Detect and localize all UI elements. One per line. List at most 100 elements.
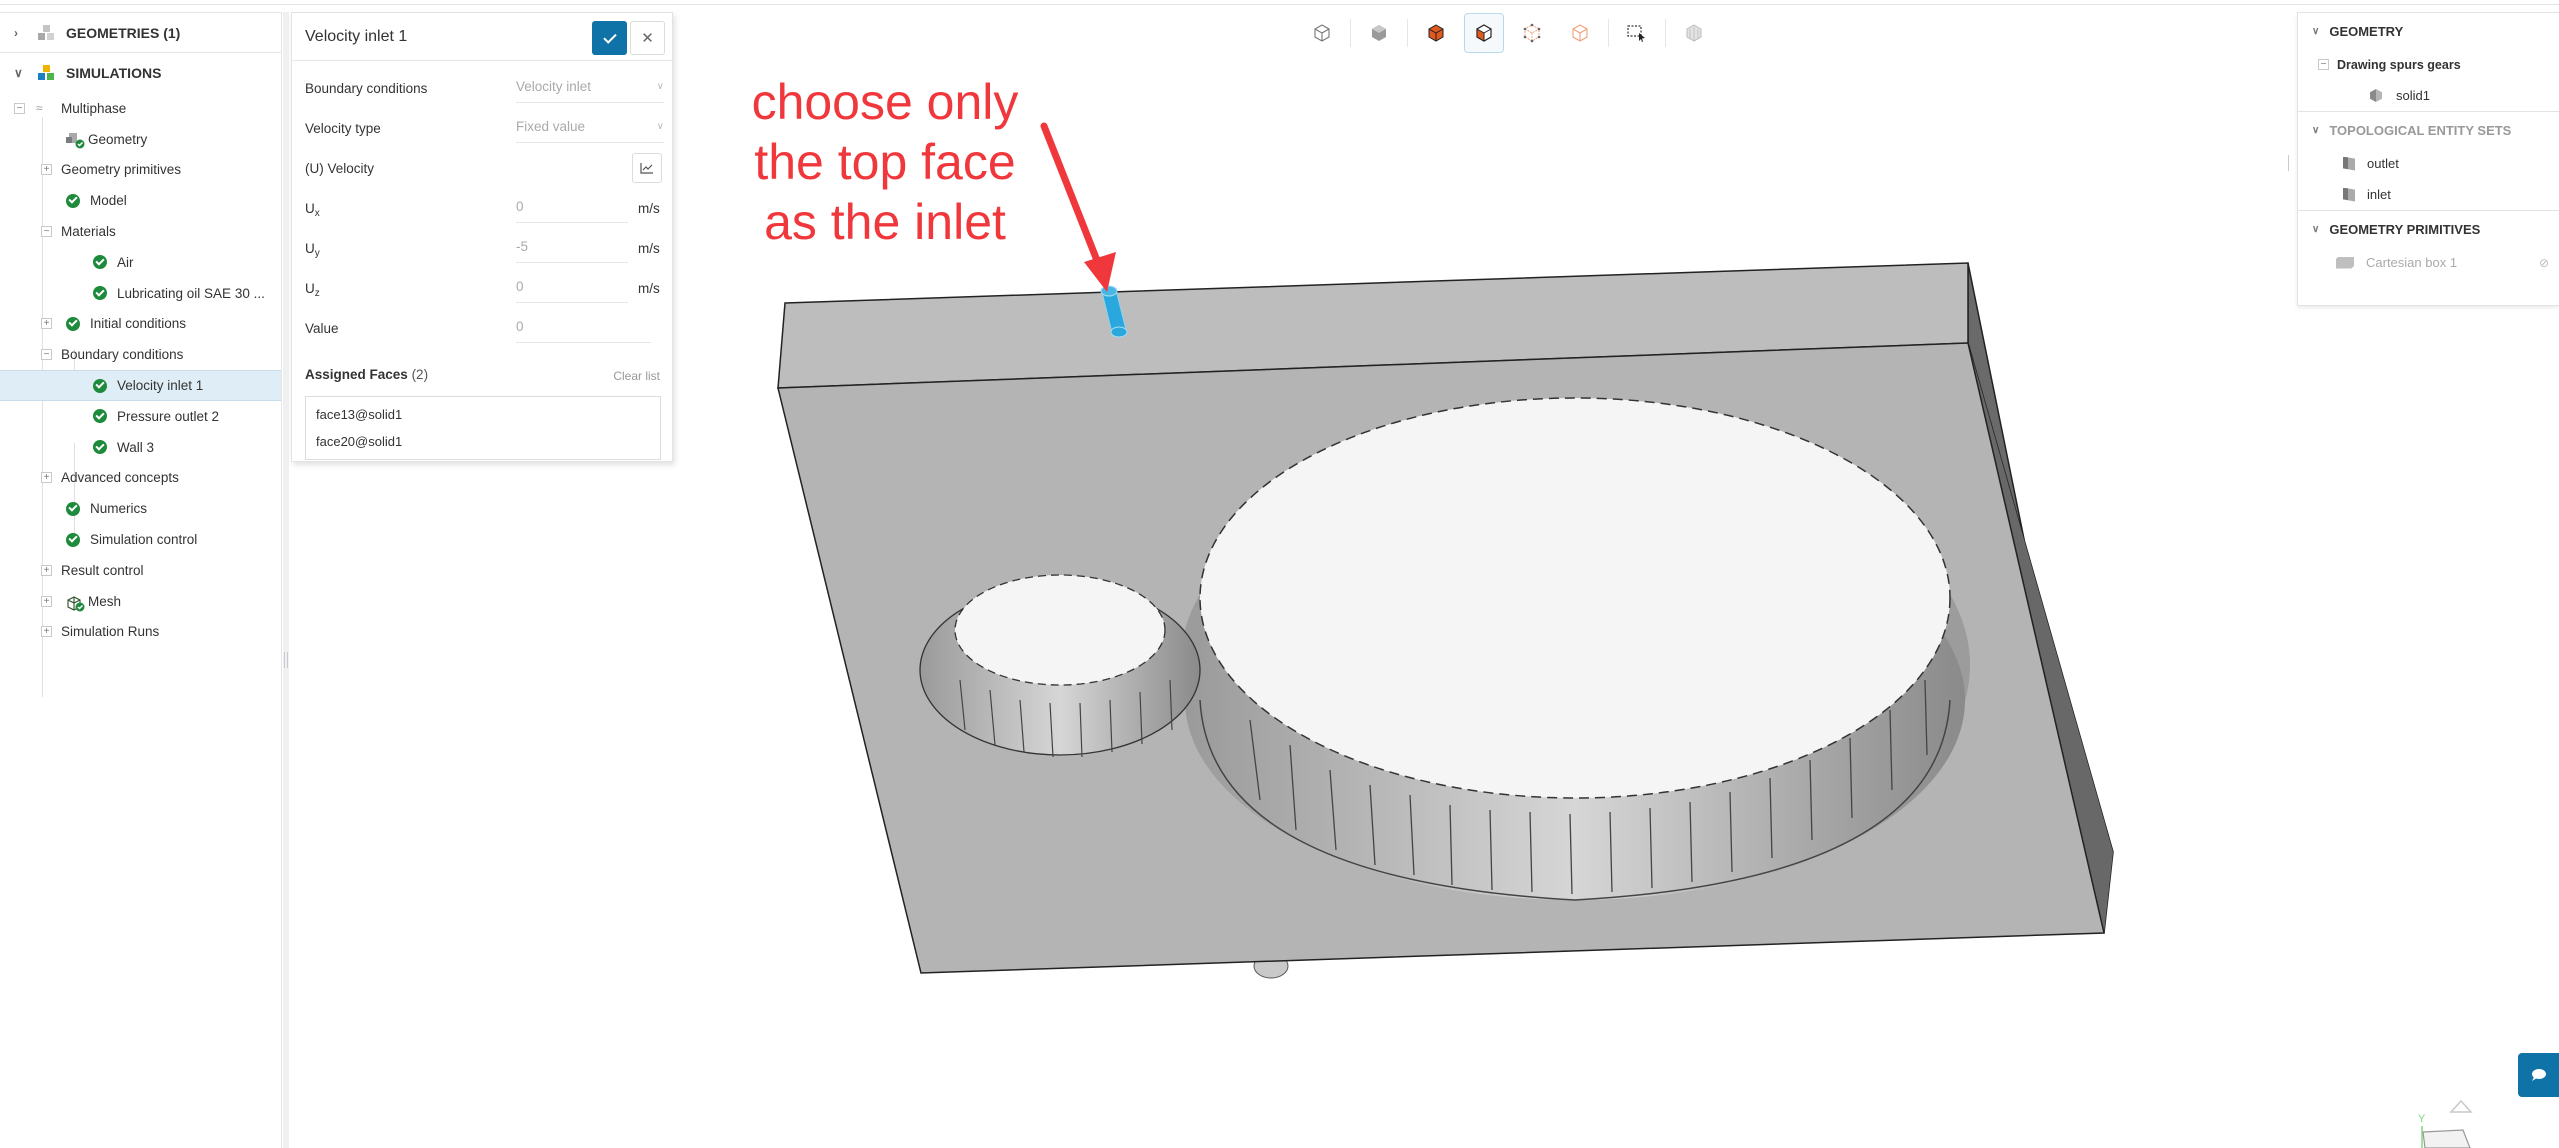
table-input-button[interactable]: [632, 153, 662, 183]
collapse-toggle[interactable]: −: [41, 349, 52, 361]
box-select-button[interactable]: [1617, 13, 1657, 53]
select-vertex-button[interactable]: [1560, 13, 1600, 53]
select-vertex-icon: [1572, 24, 1588, 42]
close-button[interactable]: ✕: [630, 21, 665, 55]
clear-list-link[interactable]: Clear list: [613, 369, 660, 383]
expand-toggle[interactable]: +: [41, 472, 52, 484]
check-icon: [66, 316, 80, 331]
annotation-arrow: [1040, 122, 1116, 292]
check-icon: [66, 193, 80, 208]
tree-item-simulation-runs[interactable]: + Simulation Runs: [0, 617, 281, 648]
topological-entity-sets-header[interactable]: ∨ TOPOLOGICAL ENTITY SETS: [2312, 122, 2512, 138]
tree-item-advanced-concepts[interactable]: + Advanced concepts: [0, 463, 281, 494]
tree-item-initial-conditions[interactable]: + Initial conditions: [0, 309, 281, 340]
chat-button[interactable]: [2518, 1053, 2559, 1097]
expand-toggle[interactable]: +: [41, 626, 52, 638]
simulations-cubes-icon: [38, 65, 56, 81]
velocity-type-select[interactable]: Fixed value ∨: [516, 117, 664, 143]
line-chart-icon: [640, 163, 653, 174]
section-view-button[interactable]: [1674, 13, 1714, 53]
tree-item-lubricating-oil[interactable]: Lubricating oil SAE 30 ...: [0, 278, 281, 309]
tree-item-geometry-primitives[interactable]: + Geometry primitives: [0, 155, 281, 186]
tree-item-geometry[interactable]: Geometry: [0, 124, 281, 155]
hidden-eye-icon[interactable]: ⊘: [2538, 255, 2549, 270]
tree-item-model[interactable]: Model: [0, 185, 281, 216]
view-up-triangle-icon[interactable]: [2449, 1100, 2473, 1114]
chevron-down-icon: ∨: [14, 66, 23, 80]
annotation-text: choose only the top face as the inlet: [751, 74, 1019, 250]
select-edge-button[interactable]: [1512, 13, 1552, 53]
tree-item-numerics[interactable]: Numerics: [0, 493, 281, 524]
assigned-face-item[interactable]: face13@solid1: [316, 407, 403, 422]
chevron-down-icon: ∨: [656, 81, 664, 92]
expand-toggle[interactable]: +: [41, 595, 52, 607]
face-set-icon: [2343, 187, 2355, 202]
geometry-section-header[interactable]: ∨ GEOMETRY: [2312, 23, 2404, 39]
tree-item-result-control[interactable]: + Result control: [0, 555, 281, 586]
geometry-solid-item[interactable]: solid1: [2298, 80, 2559, 111]
check-icon: [93, 440, 107, 455]
collapse-toggle[interactable]: −: [2318, 59, 2329, 70]
select-volume-icon: [1428, 24, 1444, 42]
tree-item-wall-3[interactable]: Wall 3: [0, 432, 281, 463]
svg-text:Y: Y: [2418, 1113, 2426, 1125]
wireframe-view-button[interactable]: [1302, 13, 1342, 53]
value-input[interactable]: 0: [516, 317, 651, 343]
simulation-tree-panel: › GEOMETRIES (1) ∨ SIMULATIONS − ≈ Multi…: [0, 12, 282, 1148]
tree-item-boundary-conditions[interactable]: − Boundary conditions: [0, 339, 281, 370]
collapse-toggle[interactable]: −: [14, 102, 25, 114]
chevron-down-icon: ∨: [2312, 124, 2320, 136]
close-icon: ✕: [641, 30, 654, 47]
expand-toggle[interactable]: +: [41, 164, 52, 176]
select-edge-icon: [1523, 23, 1541, 43]
simulations-section-header[interactable]: ∨ SIMULATIONS: [0, 53, 281, 93]
tree-item-multiphase[interactable]: − ≈ Multiphase: [0, 93, 281, 124]
assigned-face-item[interactable]: face20@solid1: [316, 434, 403, 449]
select-face-button[interactable]: [1464, 13, 1504, 53]
expand-toggle[interactable]: +: [41, 564, 52, 576]
chevron-down-icon: ∨: [2312, 25, 2320, 37]
panel-resize-handle[interactable]: [283, 12, 289, 1148]
large-gear-cavity: [1180, 397, 1970, 901]
assigned-faces-list[interactable]: face13@solid1 face20@solid1: [305, 396, 661, 460]
check-icon: [66, 501, 80, 516]
boundary-condition-panel: Velocity inlet 1 ✕ Boundary conditions V…: [291, 12, 673, 462]
uy-unit: m/s: [638, 241, 660, 256]
value-label: Value: [305, 321, 339, 336]
right-panel-resize-grip[interactable]: [2288, 155, 2292, 171]
collapse-toggle[interactable]: −: [41, 226, 52, 238]
box-primitive-icon: [2336, 256, 2354, 269]
ux-input[interactable]: 0: [516, 197, 628, 223]
confirm-button[interactable]: [592, 21, 627, 55]
geometry-root-item[interactable]: − Drawing spurs gears: [2298, 49, 2559, 80]
tree-item-velocity-inlet-1[interactable]: Velocity inlet 1: [0, 370, 281, 401]
solid-view-button[interactable]: [1359, 13, 1399, 53]
entity-set-outlet[interactable]: outlet: [2298, 148, 2559, 179]
tree-item-air[interactable]: Air: [0, 247, 281, 278]
uz-unit: m/s: [638, 281, 660, 296]
check-icon: [93, 255, 107, 270]
velocity-label: (U) Velocity: [305, 161, 375, 176]
geometry-primitives-header[interactable]: ∨ GEOMETRY PRIMITIVES: [2312, 221, 2481, 237]
tree-item-mesh[interactable]: + Mesh: [0, 586, 281, 617]
uz-input[interactable]: 0: [516, 277, 628, 303]
axis-orientation-widget[interactable]: Y: [2415, 1112, 2505, 1148]
entity-set-inlet[interactable]: inlet: [2298, 179, 2559, 210]
check-icon: [93, 286, 107, 301]
expand-toggle[interactable]: +: [41, 318, 52, 330]
3d-viewport[interactable]: [680, 60, 2290, 1148]
uy-input[interactable]: -5: [516, 237, 628, 263]
chevron-right-icon: ›: [14, 25, 18, 40]
chat-bubble-icon: [2531, 1069, 2546, 1081]
geometry-check-icon: [66, 131, 86, 152]
tree-item-materials[interactable]: − Materials: [0, 216, 281, 247]
primitive-cartesian-box-1[interactable]: Cartesian box 1 ⊘: [2298, 247, 2559, 278]
boundary-conditions-label: Boundary conditions: [305, 81, 428, 96]
tree-item-simulation-control[interactable]: Simulation control: [0, 524, 281, 555]
geometries-section-header[interactable]: › GEOMETRIES (1): [0, 13, 281, 53]
select-volume-button[interactable]: [1416, 13, 1456, 53]
boundary-conditions-select[interactable]: Velocity inlet ∨: [516, 77, 664, 103]
small-gear-cavity: [919, 574, 1201, 758]
tree-item-pressure-outlet-2[interactable]: Pressure outlet 2: [0, 401, 281, 432]
face-set-icon: [2343, 156, 2355, 171]
